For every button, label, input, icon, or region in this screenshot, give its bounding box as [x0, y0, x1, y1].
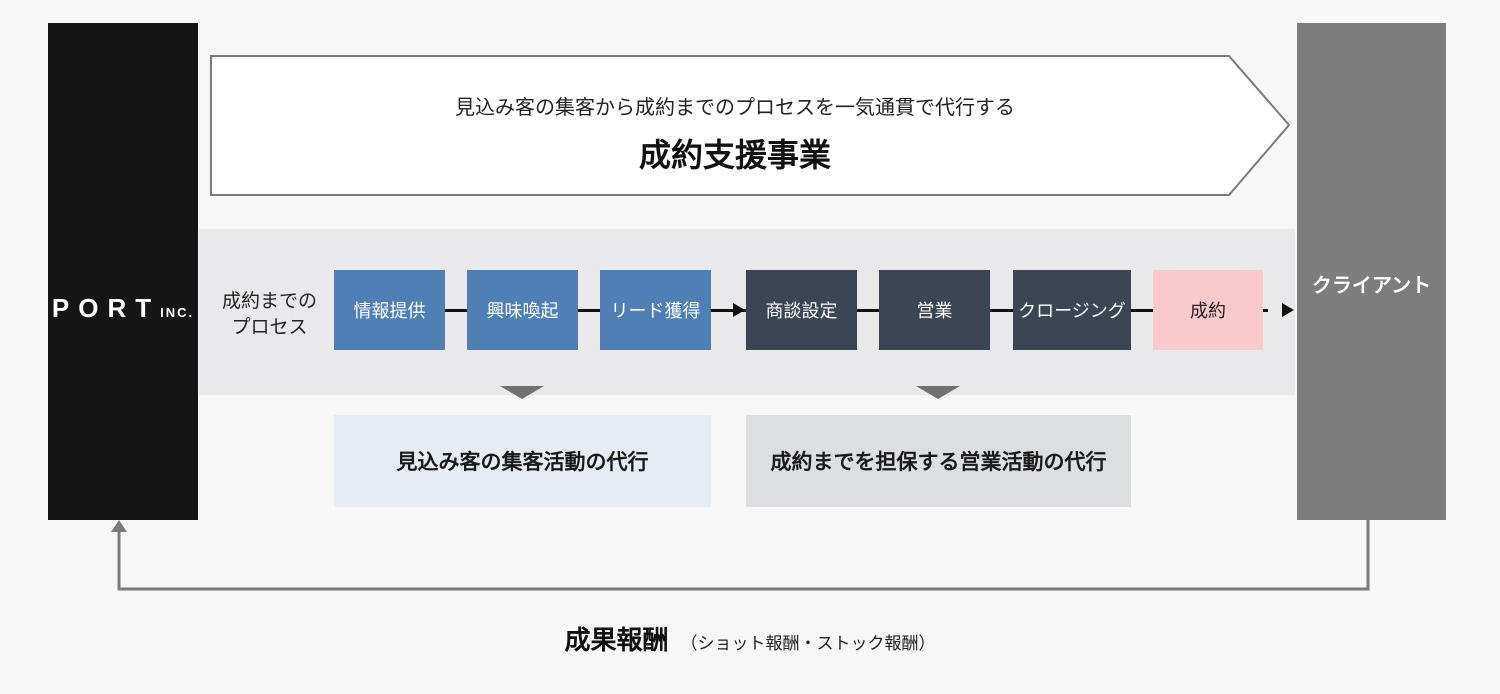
- process-step-label: 情報提供: [353, 301, 426, 322]
- process-step-meeting: 商談設定: [746, 270, 857, 350]
- business-title: 成約支援事業: [638, 136, 831, 174]
- port-logo: PORTINC.: [48, 293, 198, 324]
- reward-title: 成果報酬: [564, 626, 669, 656]
- process-step-info: 情報提供: [334, 270, 445, 350]
- process-step-label: 成約: [1190, 301, 1226, 322]
- client-label: クライアント: [1311, 273, 1432, 297]
- activity-label: 見込み客の集客活動の代行: [396, 450, 649, 474]
- activity-label: 成約までを担保する営業活動の代行: [770, 450, 1107, 474]
- reward-caption: 成果報酬 （ショット報酬・ストック報酬）: [0, 620, 1500, 657]
- port-logo-sub: INC.: [160, 305, 195, 320]
- flow-end-arrowhead-icon: [1282, 303, 1294, 317]
- process-step-label: 営業: [916, 301, 953, 322]
- process-step-closing: クロージング: [1013, 270, 1131, 350]
- process-step-label: クロージング: [1018, 301, 1126, 322]
- process-step-lead: リード獲得: [600, 270, 711, 350]
- activity-box-sales: 成約までを担保する営業活動の代行: [746, 415, 1131, 507]
- down-triangle-icon: [500, 386, 544, 399]
- process-label-line2: プロセス: [231, 316, 308, 338]
- process-label-line1: 成約までの: [221, 290, 317, 312]
- reward-note: （ショット報酬・ストック報酬）: [680, 634, 936, 654]
- process-step-contract: 成約: [1153, 270, 1263, 350]
- down-triangle-icon: [916, 386, 960, 399]
- business-arrow-shape: [210, 55, 1291, 196]
- process-label: 成約までの プロセス: [212, 288, 327, 340]
- activity-box-marketing: 見込み客の集客活動の代行: [334, 415, 711, 507]
- business-subtitle: 見込み客の集客から成約までのプロセスを一気通貫で代行する: [455, 95, 1015, 119]
- process-step-interest: 興味喚起: [467, 270, 578, 350]
- process-step-label: 興味喚起: [486, 301, 559, 322]
- port-logo-main: PORT: [51, 293, 161, 323]
- process-step-label: 商談設定: [765, 301, 838, 322]
- port-company-block: PORTINC.: [48, 23, 198, 520]
- flow-arrowhead-icon: [733, 303, 745, 317]
- process-step-label: リード獲得: [610, 301, 701, 322]
- client-block: クライアント: [1297, 23, 1446, 520]
- process-step-sales: 営業: [879, 270, 990, 350]
